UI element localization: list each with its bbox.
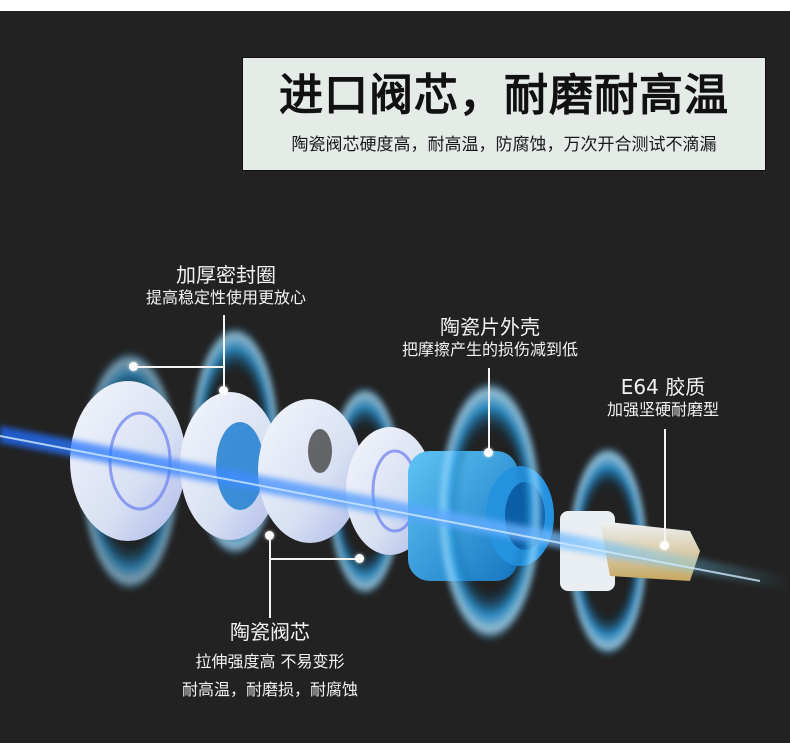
callout-e64-material-leader [664,429,666,542]
callout-ceramic-core-leader-horizontal [269,558,360,560]
callout-ceramic-core-marker-right [355,554,364,563]
headline-subtitle: 陶瓷阀芯硬度高，耐高温，防腐蚀，万次开合测试不滴漏 [291,135,717,155]
headline-banner: 进口阀芯，耐磨耐高温 陶瓷阀芯硬度高，耐高温，防腐蚀，万次开合测试不滴漏 [242,57,766,171]
callout-seal-ring-leader-horizontal [133,366,225,368]
callout-seal-ring-title: 加厚密封圈 [176,263,276,287]
callout-e64-material-title: E64 胶质 [620,375,706,399]
callout-ceramic-core-marker-left [265,531,274,540]
callout-ceramic-shell-leader [488,368,490,452]
headline-title: 进口阀芯，耐磨耐高温 [279,70,729,121]
callout-seal-ring-marker [219,386,228,395]
callout-ceramic-shell-marker [484,448,493,457]
valve-cartridge-exploded-illustration [0,326,790,656]
callout-e64-material-desc: 加强坚硬耐磨型 [606,400,719,419]
callout-seal-ring: 加厚密封圈 提高稳定性使用更放心 [126,263,326,309]
callout-ceramic-core-desc-2: 耐高温，耐磨损，耐腐蚀 [181,680,358,699]
callout-ceramic-core-title: 陶瓷阀芯 [230,620,310,644]
callout-seal-ring-desc: 提高稳定性使用更放心 [145,288,306,307]
callout-ceramic-shell-title: 陶瓷片外壳 [440,315,540,339]
callout-ceramic-shell: 陶瓷片外壳 把摩擦产生的损伤减到低 [380,315,600,361]
callout-seal-ring-leader-vertical [223,315,225,392]
callout-e64-material: E64 胶质 加强坚硬耐磨型 [588,375,738,421]
callout-ceramic-core-desc-1: 拉伸强度高 不易变形 [195,652,345,671]
callout-ceramic-core-leader-vertical [269,536,271,618]
callout-ceramic-core: 陶瓷阀芯 拉伸强度高 不易变形 耐高温，耐磨损，耐腐蚀 [160,620,380,704]
callout-ceramic-shell-desc: 把摩擦产生的损伤减到低 [401,340,578,359]
callout-seal-ring-marker-left [129,362,138,371]
product-feature-panel: 进口阀芯，耐磨耐高温 陶瓷阀芯硬度高，耐高温，防腐蚀，万次开合测试不滴漏 [0,11,790,743]
callout-e64-material-marker [660,541,669,550]
